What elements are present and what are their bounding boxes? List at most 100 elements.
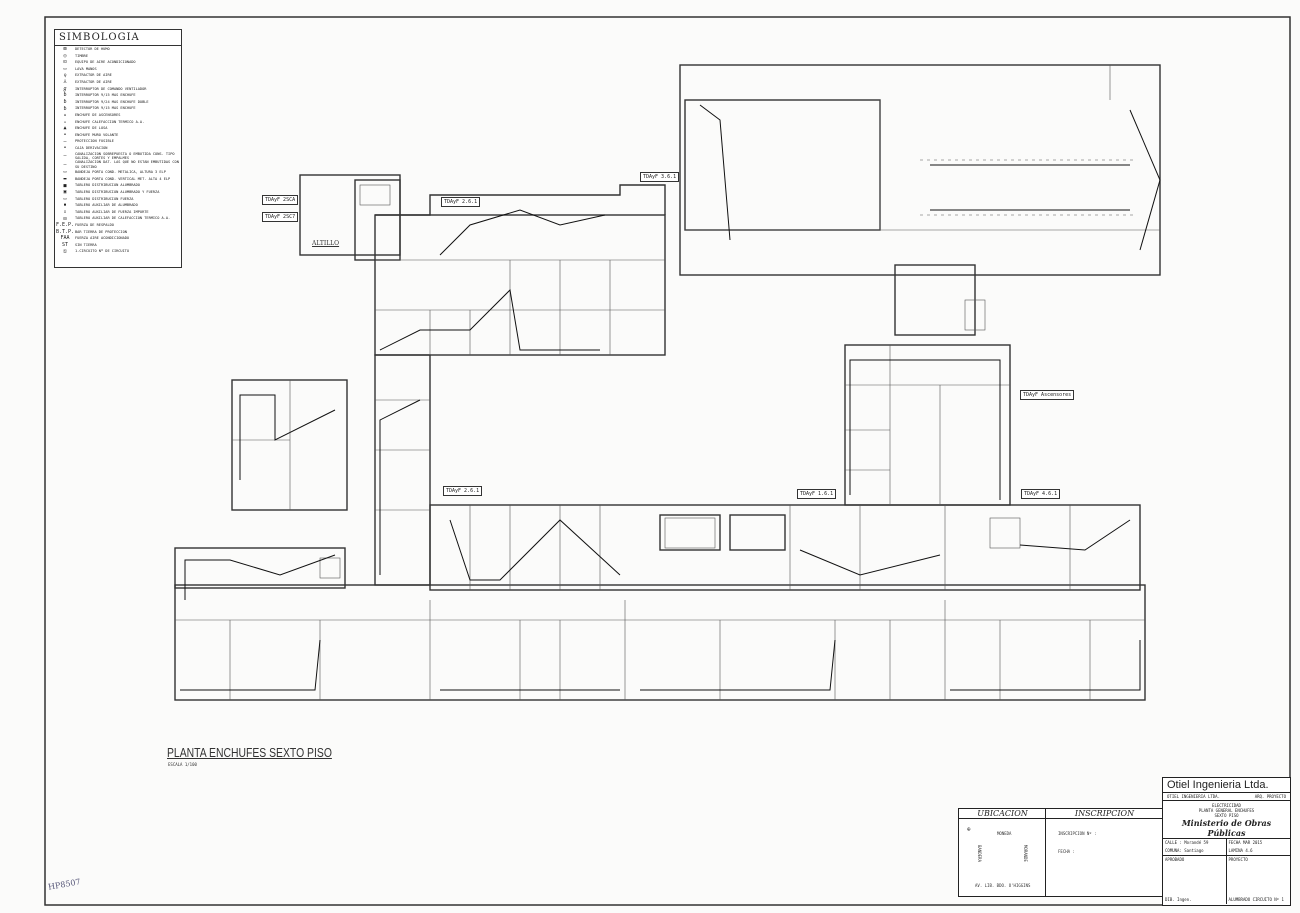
legend-label: DETECTOR DE HUMO (75, 47, 110, 52)
legend-label: TABLERO AUXILIAR DE FUERZA IMPORTE (75, 209, 149, 214)
panel-label: TDAyF 2SCA (262, 195, 299, 205)
legend-symbol-icon: ▪ (63, 202, 67, 209)
client-name: Ministerio de Obras Públicas (1163, 818, 1290, 839)
legend-item: ▭ TABLERO DISTRIBUCION FUERZA (55, 196, 181, 203)
legend-symbol-icon: F.E.P. (55, 222, 75, 229)
legend-symbol-icon: ⊟ (63, 215, 67, 222)
legend-label: EXTRACTOR DE AIRE (75, 80, 112, 85)
legend-label: TABLERO AUXILIAR DE ALUMBRADO (75, 203, 138, 208)
legend-symbol-icon: ⅄ (63, 79, 67, 86)
legend-label: INTERRUPTOR 9/15 MAS ENCHUFE (75, 93, 136, 98)
title-block: Otiel Ingenieria Ltda. OTIEL INGENIERIA … (1162, 777, 1291, 906)
legend-item: — PROTECCION FUSIBLE (55, 138, 181, 145)
legend-item: B.T.P.BAR TIERRA DE PROTECCION (55, 228, 181, 235)
legend-label: TABLERO AUXILIAR DE CALEFACCION TERMICO … (75, 216, 171, 221)
legend-item: ST SIN TIERRA (55, 242, 181, 249)
address: CALLE : Morandé 59 (1163, 839, 1227, 847)
legend-item: ♀ EXTRACTOR DE AIRE (55, 72, 181, 79)
legend-label: BANDEJA PORTA COND. METALICA, ALTURA 3 E… (75, 170, 166, 175)
legend-item: ▭LAVA MANOS (55, 66, 181, 73)
notes: ALUMBRADO CIRCUITO Nº 1 (1228, 897, 1284, 902)
ubicacion-header: UBICACION (959, 809, 1046, 819)
legend-symbol-icon: ▣ (63, 189, 67, 196)
legend-symbology: SIMBOLOGIA ⊠DETECTOR DE HUMO◎TIMBRE⊡EQUI… (54, 29, 182, 268)
interior-partitions (175, 65, 1160, 700)
legend-symbol-icon: ① (62, 248, 68, 255)
legend-label: SIN TIERRA (75, 242, 97, 247)
legend-item: ⊠DETECTOR DE HUMO (55, 46, 181, 53)
walls (174, 64, 1161, 701)
legend-item: — CANALIZACION DAT. LAS QUE NO ESTAN EMBU… (55, 160, 181, 169)
legend-label: CANALIZACION DAT. LAS QUE NO ESTAN EMBUT… (75, 160, 179, 169)
panel-label: TDAyF 4.6.1 (1021, 489, 1061, 499)
legend-symbol-icon: ♀ (63, 72, 67, 79)
sheet-title-2: SEXTO PISO (1214, 813, 1239, 818)
approved: APROBADO (1163, 855, 1227, 896)
legend-item: ⊟ TABLERO AUXILIAR DE CALEFACCION TERMICO… (55, 215, 181, 222)
legend-item: ■TABLERO DISTRIBUCION ALUMBRADO (55, 182, 181, 189)
legend-label: PROTECCION FUSIBLE (75, 139, 114, 144)
legend-label: ENCHUFE DE ASCENSORES (75, 113, 121, 118)
panel-label: TDAyF 2SC7 (262, 212, 299, 222)
legend-symbol-icon: ▫ (63, 208, 67, 215)
legend-label: CAJA DERIVACION (75, 146, 108, 150)
sheet-border (44, 16, 1291, 906)
legend-symbol-icon: — (63, 138, 67, 145)
legend-item: •CAJA DERIVACION (55, 145, 181, 152)
legend-symbol-icon: — (63, 161, 67, 168)
legend-symbol-icon: ɓ (63, 99, 67, 106)
legend-label: INTERRUPTOR 9/24 MAS ENCHUFE DOBLE (75, 99, 149, 104)
inscripcion-number: INSCRIPCION Nº : (1058, 831, 1097, 836)
legend-label: ENCHUFE CALEFACCION TERMICO A.A. (75, 119, 145, 124)
legend-symbol-icon: ▴ (63, 112, 67, 119)
legend-symbol-icon: ST (61, 241, 69, 248)
panel-label: TDAyF 1.6.1 (797, 489, 837, 499)
legend-label: TABLERO DISTRIBUCION ALUMBRADO (75, 183, 140, 188)
legend-label: TIMBRE (75, 53, 88, 58)
street-bottom: AV. LIB. BDO. O'HIGGINS (975, 883, 1031, 888)
inscripcion-header: INSCRIPCION (1046, 809, 1163, 819)
legend-item: ▴ ENCHUFE DE ASCENSORES (55, 112, 181, 119)
legend-label: BANDEJA PORTA COND. VERTICAL MET. ALTA 4… (75, 176, 171, 181)
legend-symbol-icon: — (63, 152, 67, 159)
legend-item: ⅄ EXTRACTOR DE AIRE (55, 79, 181, 86)
legend-symbol-icon: ɓ (63, 92, 67, 99)
street-top: MONEDA (997, 831, 1012, 836)
legend-label: ENCHUFE DE LOSA (75, 126, 108, 131)
legend-label: EQUIPO DE AIRE ACONDICIONADO (75, 60, 136, 65)
legend-item: ɓ INTERRUPTOR 9/15 MAS ENCHUFE (55, 92, 181, 99)
legend-item: ▲ENCHUFE DE LOSA (55, 125, 181, 132)
legend-label: INTERRUPTOR DE COMANDO VENTILADOR (75, 86, 147, 91)
legend-item: ɓ INTERRUPTOR 9/24 MAS ENCHUFE DOBLE (55, 99, 181, 106)
project: PROYECTO (1226, 855, 1290, 896)
inscripcion-box: INSCRIPCION INSCRIPCION Nº : FECHA : (1045, 808, 1164, 897)
panel-label: TDAyF 2.6.1 (443, 486, 483, 496)
street-right: MORANDE (1023, 845, 1028, 862)
specialty: ELECTRICIDAD (1212, 803, 1241, 808)
legend-item: ▫ TABLERO AUXILIAR DE FUERZA IMPORTE (55, 209, 181, 216)
legend-label: TABLERO DISTRIBUCION ALUMBRADO Y FUERZA (75, 190, 160, 194)
drawn-by: DIB. Ingen. (1163, 896, 1227, 904)
legend-label: TABLERO DISTRIBUCION FUERZA (75, 196, 134, 201)
legend-symbol-icon: ▬ (63, 176, 67, 183)
legend-symbol-icon: ▭ (63, 169, 67, 176)
legend-label: FUERZA DE RESPALDO (75, 222, 114, 227)
ubicacion-box: UBICACION ⊕ MONEDA BANDERA MORANDE AV. L… (958, 808, 1047, 897)
legend-label: CANALIZACION SOBREPUESTA O EMBUTIDA CONS… (75, 151, 175, 160)
drawing-scale: ESCALA 1/100 (168, 762, 197, 767)
legend-label: INTERRUPTOR 9/15 MAS ENCHUFE (75, 106, 136, 111)
legend-label: EXTRACTOR DE AIRE (75, 73, 112, 78)
legend-label: BAR TIERRA DE PROTECCION (75, 229, 127, 234)
panel-label: TDAyF 2.6.1 (441, 197, 481, 207)
legend-label: FUERZA AIRE ACONDICIONADO (75, 236, 130, 241)
inscripcion-date: FECHA : (1058, 849, 1075, 854)
legend-label: ENCHUFE MURO VOLANTE (75, 132, 119, 137)
legend-symbol-icon: ▭ (63, 195, 67, 202)
legend-symbol-icon: ℊ (62, 85, 68, 92)
legend-item: • ENCHUFE MURO VOLANTE (55, 132, 181, 139)
legend-symbol-icon: • (63, 132, 67, 139)
